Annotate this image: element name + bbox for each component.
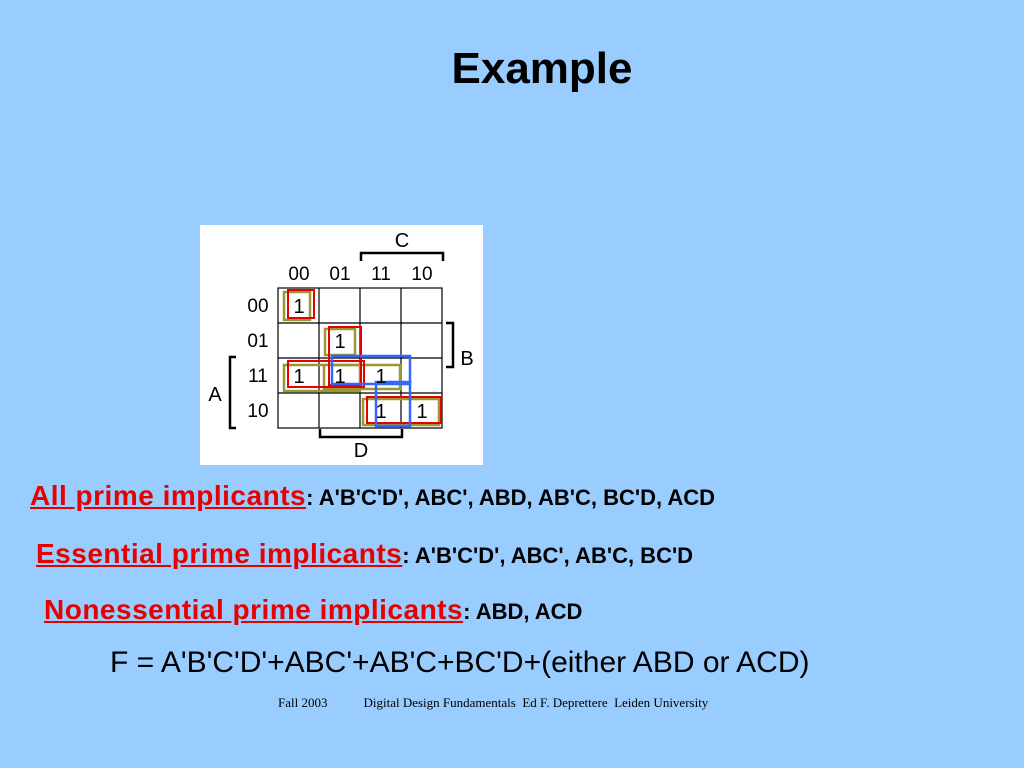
kmap-cell: 1	[334, 366, 345, 388]
slide-title: Example	[451, 44, 633, 93]
minimal-function-formula: F = A'B'C'D'+ABC'+AB'C+BC'D+(either ABD …	[110, 646, 810, 679]
col-header: 01	[329, 264, 350, 285]
loop-abc-red	[287, 360, 365, 388]
col-header: 10	[411, 264, 432, 285]
kmap-cell: 1	[293, 366, 304, 388]
essential-prime-implicants-list: : A'B'C'D', ABC', AB'C, BC'D	[402, 543, 694, 568]
loop-acd-blue	[374, 380, 412, 428]
var-b-label: B	[460, 348, 473, 370]
kmap-cell: 1	[375, 366, 386, 388]
col-header: 00	[288, 264, 309, 285]
loop-abd-blue	[330, 354, 412, 386]
essential-prime-implicants-line: Essential prime implicants: A'B'C'D', AB…	[36, 538, 1024, 570]
bracket-c	[359, 251, 445, 261]
row-header: 11	[248, 366, 268, 387]
kmap-cell: 1	[375, 401, 386, 423]
all-prime-implicants-list: : A'B'C'D', ABC', ABD, AB'C, BC'D, ACD	[306, 485, 716, 510]
footer-course: Digital Design Fundamentals Ed F. Depret…	[363, 695, 709, 710]
row-header: 10	[247, 401, 268, 422]
kmap-cell: 1	[334, 331, 345, 353]
blue-loops	[330, 354, 412, 428]
karnaugh-map: C B A D 00 01 11 10 00 01 11 10	[200, 225, 483, 465]
bracket-a	[228, 355, 236, 430]
col-header: 11	[371, 264, 391, 285]
kmap-grid	[277, 287, 443, 429]
row-header: 01	[247, 331, 268, 352]
nonessential-prime-implicants-list: : ABD, ACD	[463, 599, 583, 624]
loop-ab-c-red	[366, 396, 442, 424]
var-d-label: D	[354, 440, 368, 462]
loop-a-b-c-d-red	[287, 289, 315, 319]
all-prime-implicants-heading: All prime implicants	[30, 480, 307, 511]
kmap-cell: 1	[416, 401, 427, 423]
all-prime-implicants-line: All prime implicants: A'B'C'D', ABC', AB…	[30, 480, 1024, 512]
essential-prime-implicants-heading: Essential prime implicants	[36, 538, 403, 569]
loop-a-b-c-d-olive	[282, 290, 312, 322]
var-a-label: A	[208, 384, 222, 406]
bracket-d	[318, 429, 404, 439]
kmap-cell: 1	[293, 296, 304, 318]
footer-term: Fall 2003	[278, 695, 328, 710]
nonessential-prime-implicants-heading: Nonessential prime implicants	[44, 594, 464, 625]
karnaugh-map-figure: C B A D 00 01 11 10 00 01 11 10	[208, 230, 473, 462]
row-header: 00	[247, 296, 268, 317]
var-c-label: C	[395, 230, 409, 252]
nonessential-prime-implicants-line: Nonessential prime implicants: ABD, ACD	[44, 594, 1024, 626]
slide-footer: Fall 2003 Digital Design Fundamentals Ed …	[278, 695, 708, 711]
bracket-b	[446, 321, 455, 369]
